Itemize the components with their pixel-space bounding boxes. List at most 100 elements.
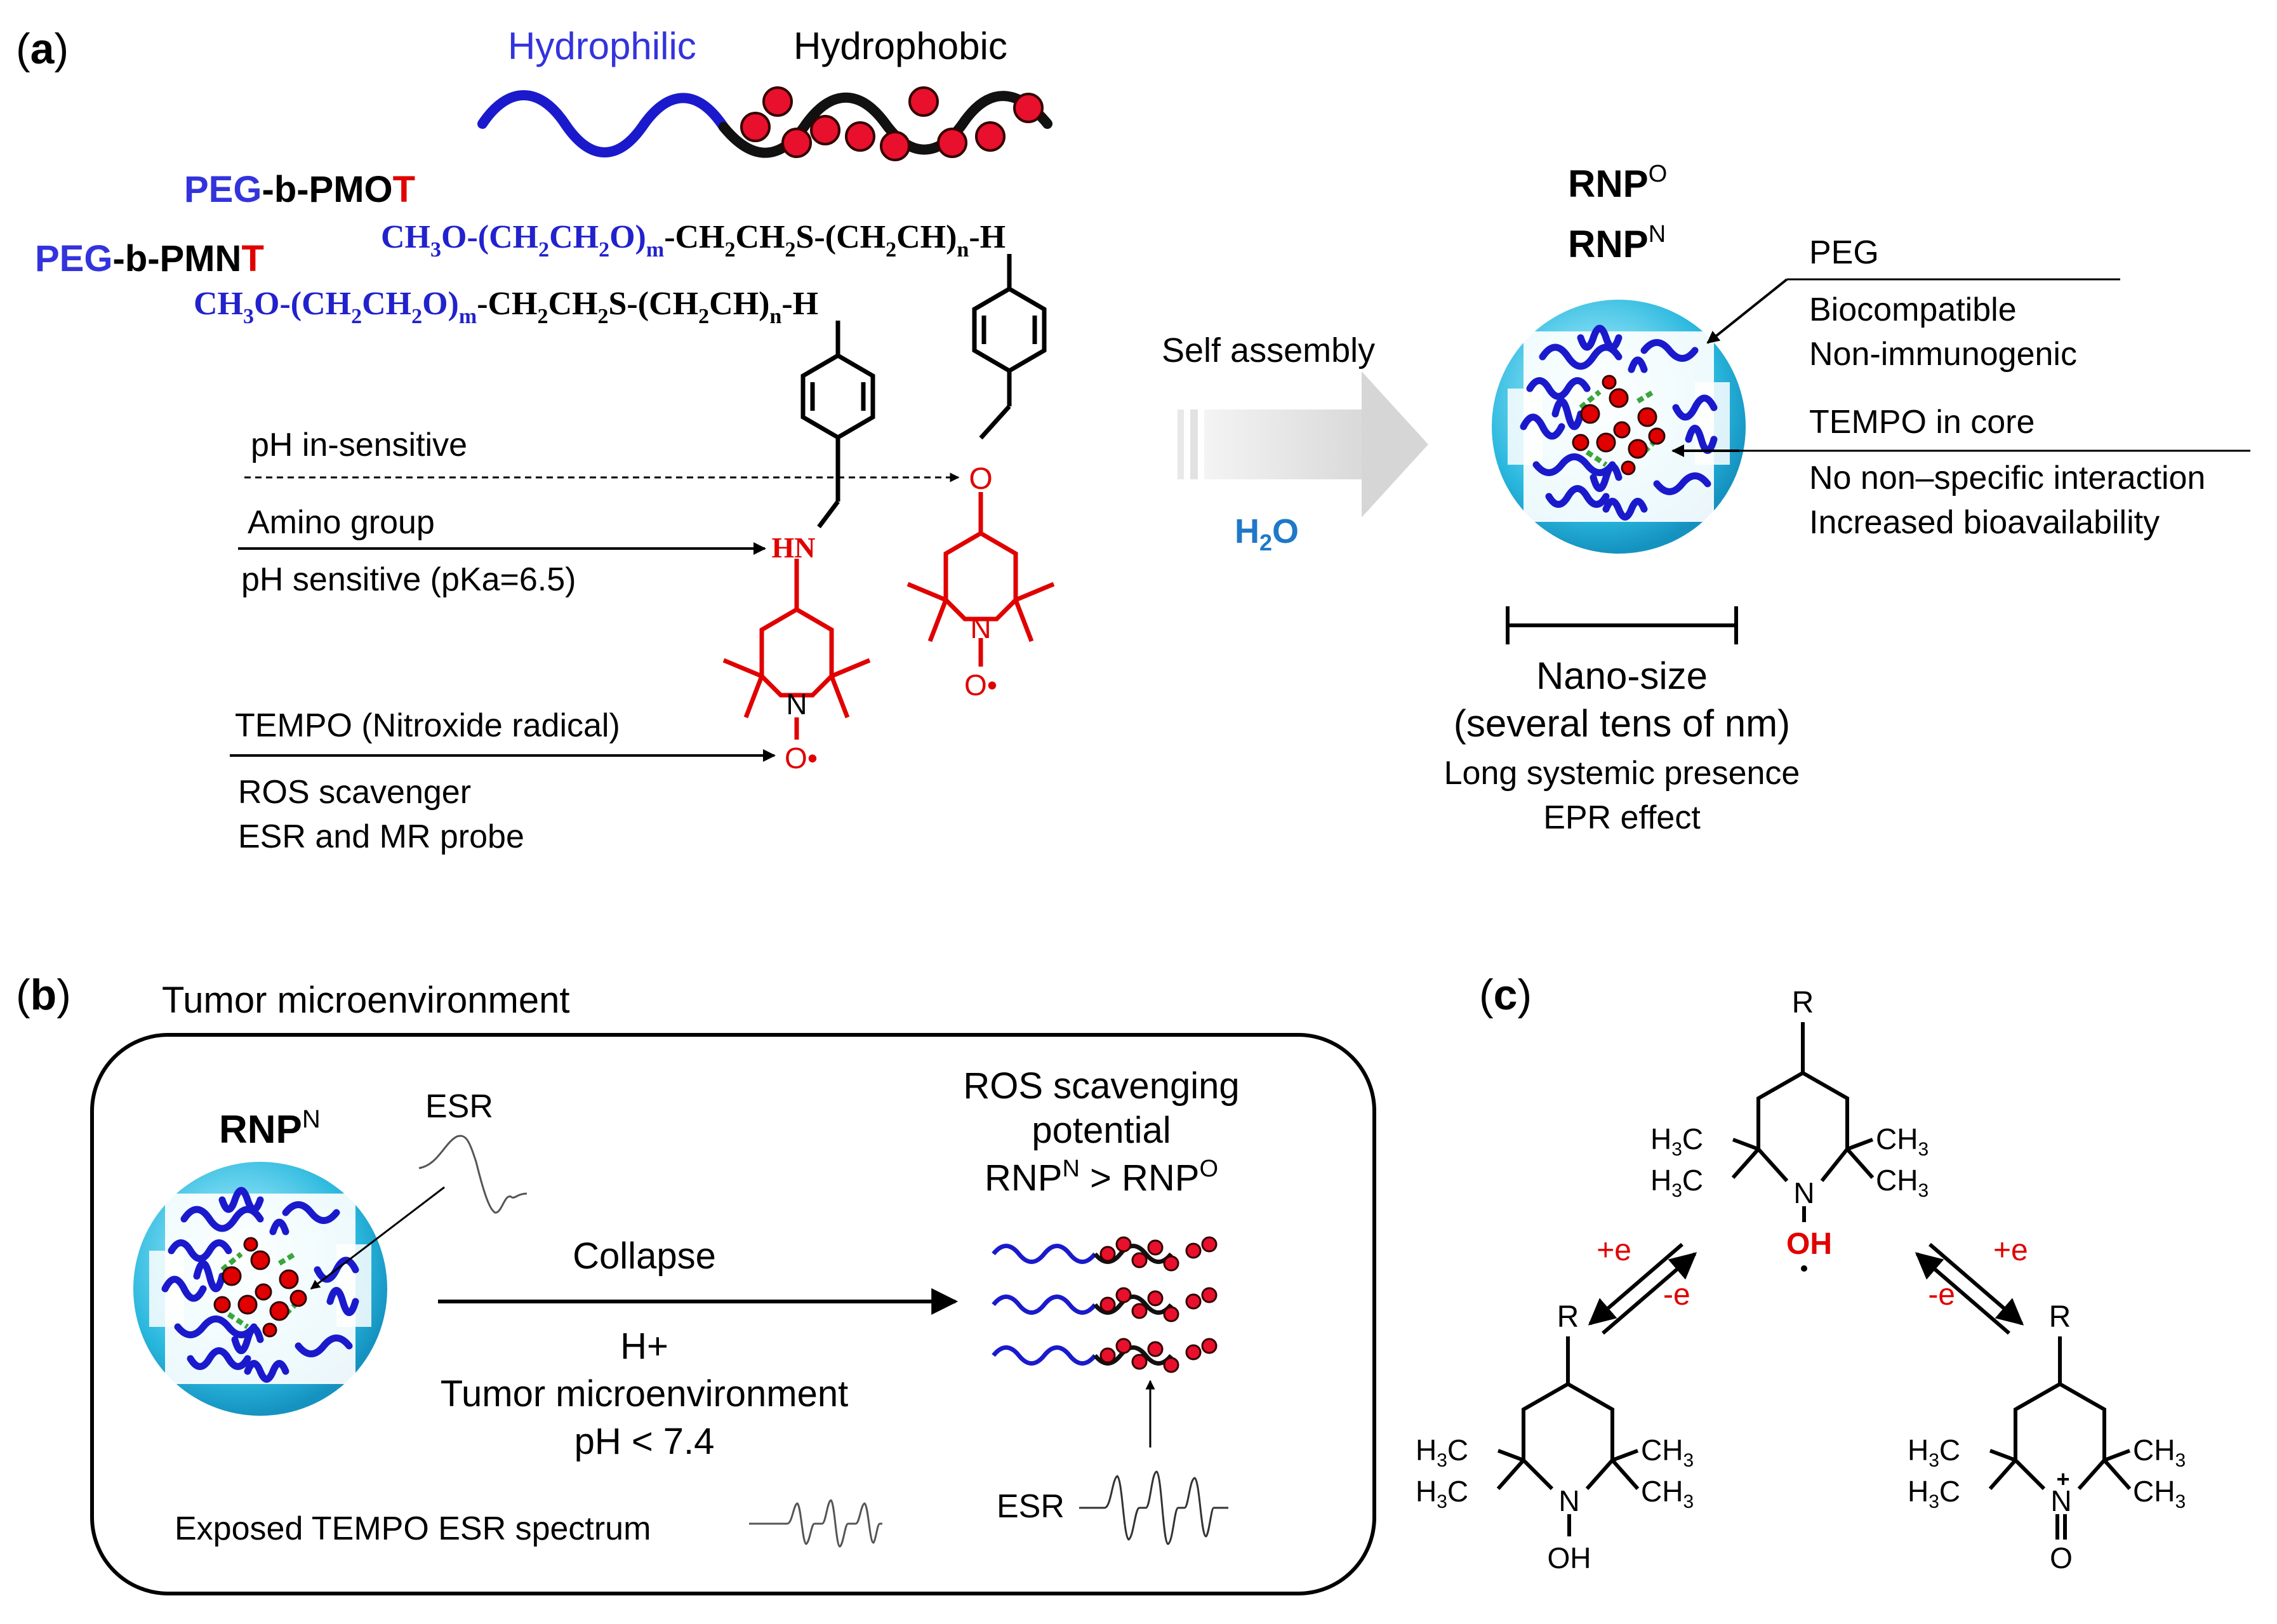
radical-dot xyxy=(1801,1265,1807,1272)
c-right-ring xyxy=(1988,1336,2132,1540)
tumor-box xyxy=(90,1033,1376,1595)
c-right-arrow-down xyxy=(1928,1242,2024,1326)
pmot-n-atom: N xyxy=(970,611,991,644)
ph-insensitive-label: pH in-sensitive xyxy=(251,427,467,463)
c-left-ch3-1: CH3 xyxy=(1641,1434,1694,1471)
collapsed-chains xyxy=(992,1236,1218,1373)
esr-spectrum-top xyxy=(418,1135,528,1214)
esr-spectrum-exposed xyxy=(1079,1470,1228,1545)
rnp-o-label: RNPO xyxy=(1568,161,1667,205)
c-left-arrow-down xyxy=(1588,1242,1683,1326)
c-top-r: R xyxy=(1792,986,1814,1020)
pmot-formula: CH3O-(CH2CH2O)m-CH2CH2S-(CH2CH)n-H xyxy=(381,219,1006,262)
c-right-ch3-1: CH3 xyxy=(2133,1434,2186,1471)
h2o-label: H2O xyxy=(1235,512,1299,556)
c-top-n: N xyxy=(1793,1176,1814,1209)
c-right-plus-e: +e xyxy=(1993,1234,2028,1267)
rnp-micelle-b xyxy=(133,1162,387,1416)
collapse-label: Collapse xyxy=(573,1235,716,1277)
pmnt-structure xyxy=(800,321,875,529)
tempo-label: TEMPO (Nitroxide radical) xyxy=(235,707,620,744)
c-left-ch3-2: CH3 xyxy=(1641,1475,1694,1512)
c-right-plus: + xyxy=(2056,1466,2069,1492)
nano-size-scale-bar xyxy=(1506,606,1738,644)
ros-scavenger-label: ROS scavenger xyxy=(238,774,471,811)
no-nonspecific-label: No non–specific interaction xyxy=(1809,460,2205,496)
c-left-ring xyxy=(1496,1336,1640,1536)
pmnt-formula: CH3O-(CH2CH2O)m-CH2CH2S-(CH2CH)n-H xyxy=(194,286,818,328)
pmot-tempo xyxy=(906,492,1055,667)
exposed-tempo-label: Exposed TEMPO ESR spectrum xyxy=(175,1510,651,1547)
c-left-h3c-1: H3C xyxy=(1416,1434,1468,1471)
pmnt-hn: HN xyxy=(772,531,816,564)
c-top-oh: OH xyxy=(1786,1227,1832,1261)
pmot-structure xyxy=(972,254,1047,440)
c-right-h3c-2: H3C xyxy=(1908,1475,1960,1512)
c-top-ring xyxy=(1731,1022,1875,1222)
hydrophobic-label: Hydrophobic xyxy=(793,25,1007,67)
peg-b-pmot-label: PEG-b-PMOT xyxy=(184,169,415,210)
c-right-o: O xyxy=(2050,1541,2073,1574)
panel-c-label: (c) xyxy=(1479,971,1532,1019)
ros-line1: ROS scavenging xyxy=(963,1065,1239,1107)
c-left-arrow-up xyxy=(1602,1252,1697,1335)
c-left-n: N xyxy=(1558,1484,1579,1517)
tumor-micro-label: Tumor microenvironment xyxy=(441,1373,848,1414)
c-right-n: N xyxy=(2050,1484,2071,1517)
hydrophilic-label: Hydrophilic xyxy=(508,25,696,67)
amino-group-label: Amino group xyxy=(248,504,435,541)
self-assembly-arrow xyxy=(1178,371,1428,517)
esr-label-bottom: ESR xyxy=(997,1488,1065,1525)
h-plus-label: H+ xyxy=(620,1326,668,1367)
rnp-micelle-a xyxy=(1492,300,1746,554)
non-immunogenic-label: Non-immunogenic xyxy=(1809,336,2077,373)
c-right-minus-e: -e xyxy=(1928,1278,1955,1312)
rnp-n-label-b: RNPN xyxy=(219,1105,321,1152)
c-left-oh: OH xyxy=(1548,1541,1591,1574)
nano-size-label: Nano-size xyxy=(1536,655,1708,697)
self-assembly-label: Self assembly xyxy=(1162,331,1375,369)
ph-condition-label: pH < 7.4 xyxy=(574,1421,715,1462)
panel-c: (c) R N H3C H3C CH3 CH3 OH +e -e +e -e R xyxy=(1416,971,2186,1574)
tempo-in-core-label: TEMPO in core xyxy=(1809,404,2035,441)
ph-sensitive-label: pH sensitive (pKa=6.5) xyxy=(241,561,576,598)
panel-b-label: (b) xyxy=(16,971,71,1019)
rnp-n-label: RNPN xyxy=(1568,221,1666,265)
panel-b: (b) Tumor microenvironment RNPN ESR Coll… xyxy=(16,971,1376,1595)
c-right-arrow-up xyxy=(1915,1252,2010,1335)
c-left-r: R xyxy=(1557,1300,1579,1334)
epr-effect-label: EPR effect xyxy=(1543,799,1701,836)
polymer-chain-hydrophilic xyxy=(477,90,729,157)
tumor-microenvironment-title: Tumor microenvironment xyxy=(162,980,569,1021)
peg-b-pmnt-label: PEG-b-PMNT xyxy=(35,238,264,279)
c-top-ch3-2: CH3 xyxy=(1876,1164,1928,1201)
panel-a-label: (a) xyxy=(16,25,69,73)
pmot-o-radical: O• xyxy=(964,669,997,702)
peg-label: PEG xyxy=(1809,234,1879,271)
c-right-ch3-2: CH3 xyxy=(2133,1475,2186,1512)
several-tens-label: (several tens of nm) xyxy=(1454,702,1790,745)
peg-arrow xyxy=(1706,278,1788,344)
c-right-r: R xyxy=(2049,1300,2071,1334)
c-left-minus-e: -e xyxy=(1663,1278,1690,1312)
esr-spectrum-small xyxy=(749,1499,882,1548)
c-left-plus-e: +e xyxy=(1597,1234,1631,1267)
esr-arrow-to-core xyxy=(310,1186,445,1290)
c-top-h3c-1: H3C xyxy=(1650,1122,1703,1160)
c-top-h3c-2: H3C xyxy=(1650,1164,1703,1201)
pmot-ether-o: O xyxy=(969,462,992,496)
long-systemic-label: Long systemic presence xyxy=(1444,755,1800,792)
ros-line2: potential xyxy=(1032,1110,1171,1151)
c-right-h3c-1: H3C xyxy=(1908,1434,1960,1471)
bioavailability-label: Increased bioavailability xyxy=(1809,504,2160,541)
pmnt-tempo xyxy=(722,559,871,740)
polymer-chain-hydrophobic xyxy=(719,91,1052,158)
ros-comparison: RNPN > RNPO xyxy=(985,1155,1218,1199)
collapsed-chain-2 xyxy=(992,1287,1218,1322)
panel-a: (a) Hydrophilic Hydrophobic PEG-b-PMOT P… xyxy=(16,25,2250,855)
pmnt-o-radical: O• xyxy=(785,742,818,775)
c-left-h3c-2: H3C xyxy=(1416,1475,1468,1512)
collapsed-chain-1 xyxy=(992,1236,1218,1272)
